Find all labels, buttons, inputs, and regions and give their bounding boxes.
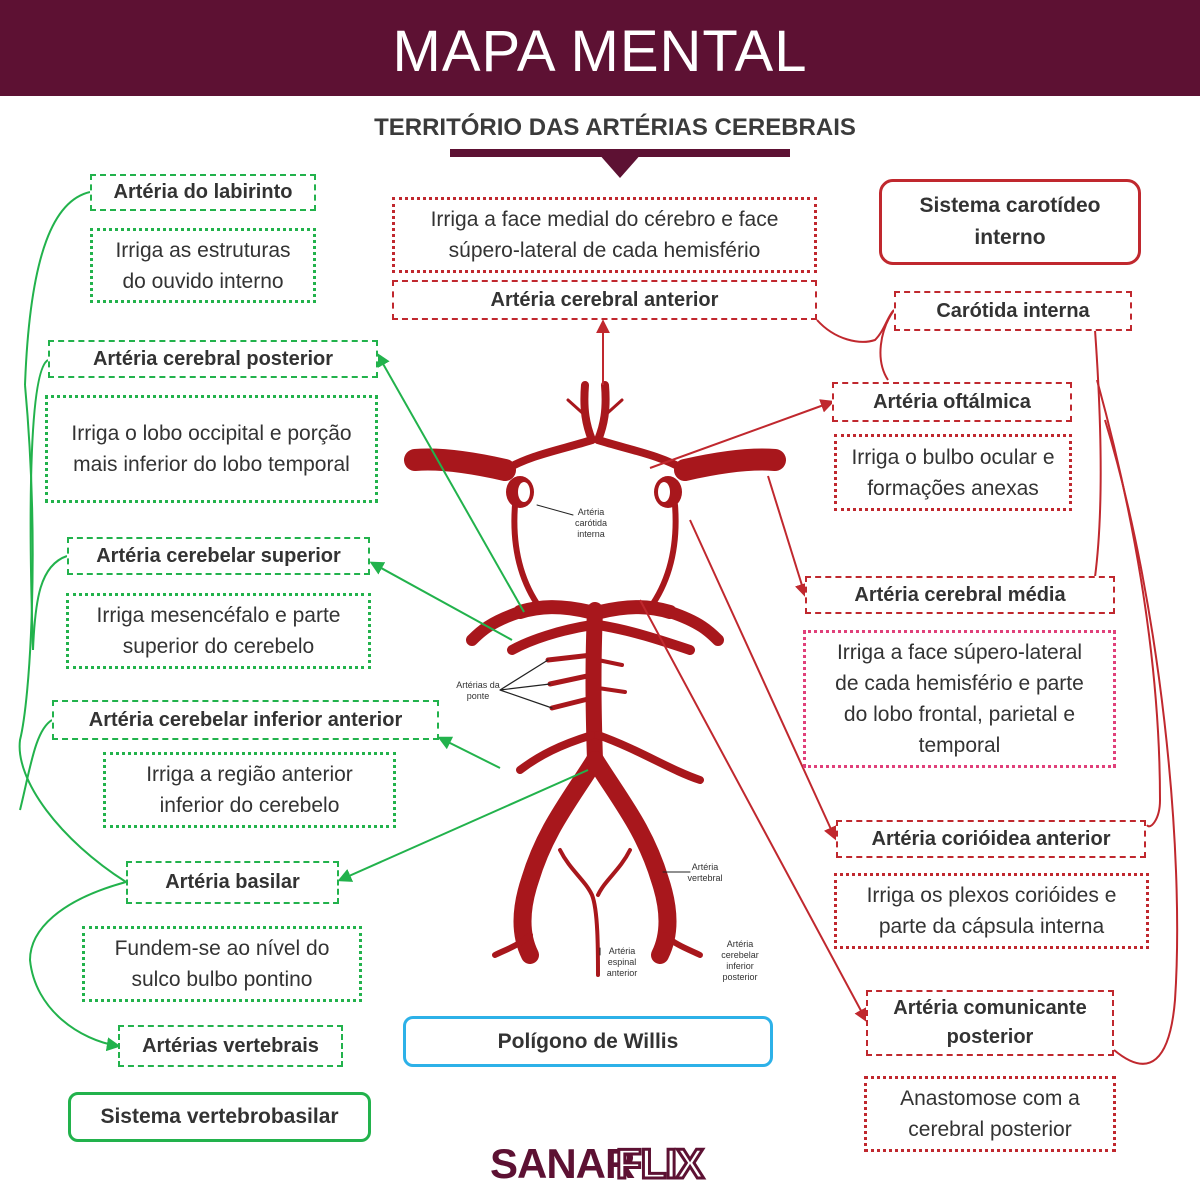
label-espinal-anterior: Artéria espinal anterior <box>606 946 638 978</box>
subtitle-underline <box>450 149 790 178</box>
sistema-carotideo-interno: Sistema carotídeo interno <box>879 179 1141 265</box>
basilar-title: Artéria basilar <box>126 861 339 904</box>
cerebral-posterior-desc: Irriga o lobo occipital e porção mais in… <box>45 395 378 503</box>
basilar-desc: Fundem-se ao nível do sulco bulbo pontin… <box>82 926 362 1002</box>
cerebral-media-desc: Irriga a face súpero-lateral de cada hem… <box>803 630 1116 768</box>
label-arteria-vertebral: Artéria vertebral <box>687 862 723 883</box>
page-title: MAPA MENTAL <box>392 19 808 84</box>
cerebelar-inferior-anterior-title: Artéria cerebelar inferior anterior <box>52 700 439 740</box>
comunicante-posterior-desc: Anastomose com a cerebral posterior <box>864 1076 1116 1152</box>
cerebral-posterior-title: Artéria cerebral posterior <box>48 340 378 378</box>
carotida-interna-title: Carótida interna <box>894 291 1132 331</box>
sistema-vertebrobasilar: Sistema vertebrobasilar <box>68 1092 371 1142</box>
labirinto-title: Artéria do labirinto <box>90 174 316 211</box>
cerebral-anterior-desc: Irriga a face medial do cérebro e face s… <box>392 197 817 273</box>
label-carotida-interna: Artéria carótida interna <box>574 507 608 539</box>
poligono-willis: Polígono de Willis <box>403 1016 773 1067</box>
cerebelar-inferior-anterior-desc: Irriga a região anterior inferior do cer… <box>103 752 396 828</box>
oftalmica-desc: Irriga o bulbo ocular e formações anexas <box>834 434 1072 511</box>
svg-text:FLIX: FLIX <box>616 1140 704 1186</box>
svg-text:SANAR: SANAR <box>490 1140 635 1186</box>
label-arterias-ponte: Artérias da ponte <box>456 680 500 701</box>
label-cerebelar-inferior-posterior: Artéria cerebelar inferior posterior <box>721 939 759 982</box>
oftalmica-title: Artéria oftálmica <box>832 382 1072 422</box>
willis-polygon-illustration <box>404 381 786 977</box>
subtitle: TERRITÓRIO DAS ARTÉRIAS CEREBRAIS <box>374 114 856 141</box>
cerebelar-superior-desc: Irriga mesencéfalo e parte superior do c… <box>66 593 371 669</box>
header-bar: MAPA MENTAL <box>0 0 1200 96</box>
vertebrais-title: Artérias vertebrais <box>118 1025 343 1067</box>
cerebral-media-title: Artéria cerebral média <box>805 576 1115 614</box>
cerebral-anterior-title: Artéria cerebral anterior <box>392 280 817 320</box>
sanarflix-logo: SANAR FLIX <box>490 1139 706 1187</box>
corioidea-anterior-desc: Irriga os plexos corióides e parte da cá… <box>834 873 1149 949</box>
cerebelar-superior-title: Artéria cerebelar superior <box>67 537 370 575</box>
labirinto-desc: Irriga as estruturas do ouvido interno <box>90 228 316 303</box>
red-connectors <box>596 309 1179 1065</box>
comunicante-posterior-title: Artéria comunicante posterior <box>866 990 1114 1056</box>
green-connectors <box>18 191 589 1052</box>
corioidea-anterior-title: Artéria corióidea anterior <box>836 820 1146 858</box>
